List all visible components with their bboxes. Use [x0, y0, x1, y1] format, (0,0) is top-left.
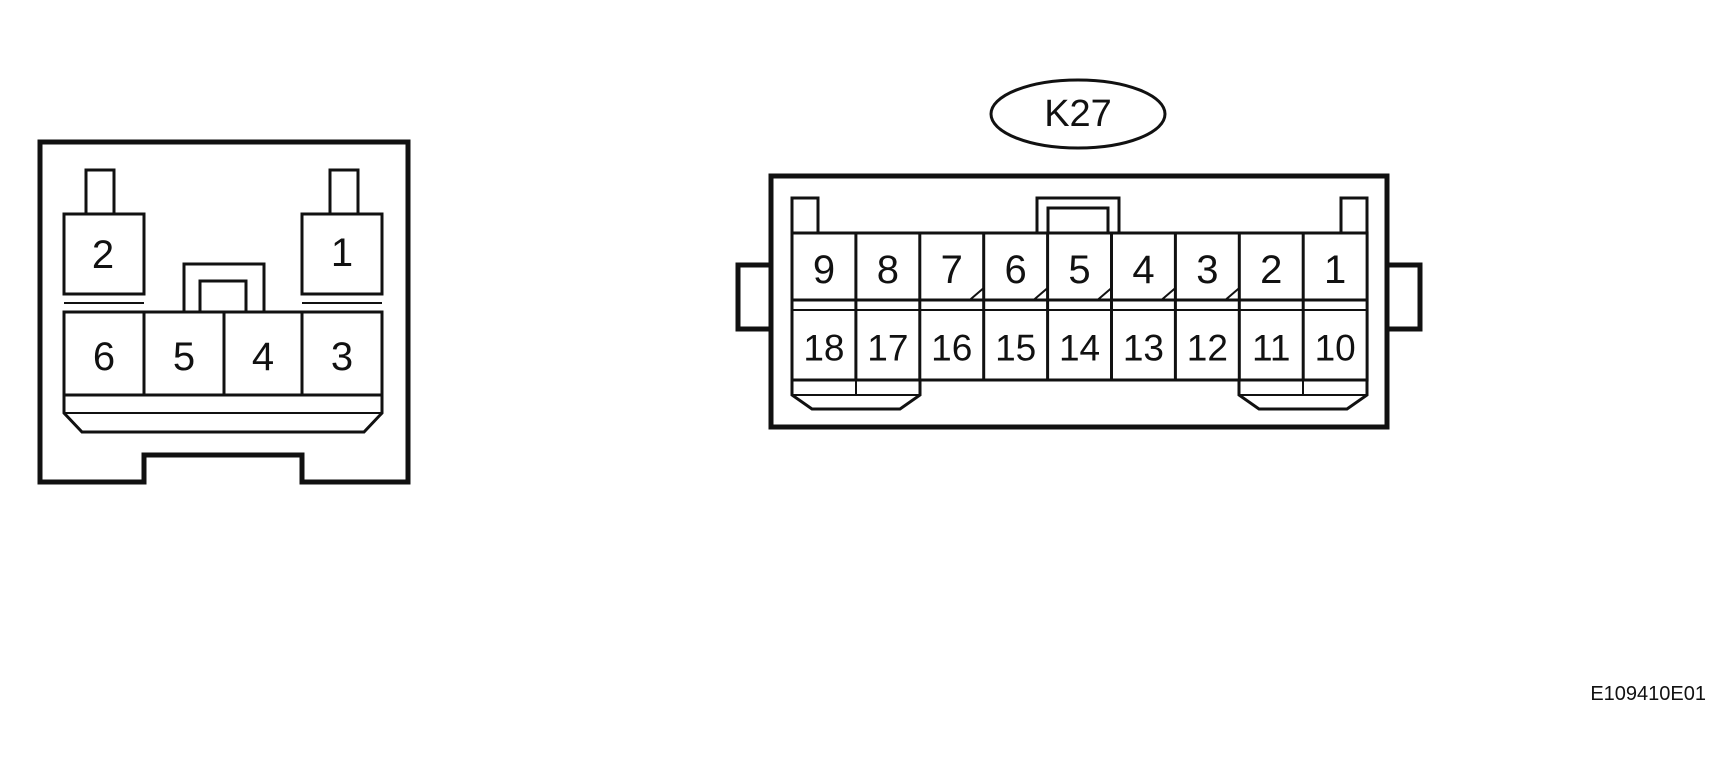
left-bottom-ledge — [62, 395, 384, 434]
right-cavity-notch — [969, 287, 985, 301]
right-pin-label: 15 — [995, 328, 1036, 369]
left-pin-label: 6 — [93, 335, 115, 379]
right-pin-label: 2 — [1260, 248, 1282, 292]
right-pin-label: 6 — [1005, 248, 1027, 292]
right-pin-label: 16 — [931, 328, 972, 369]
left-pin-label: 3 — [331, 335, 353, 379]
right-pin-label: 14 — [1059, 328, 1100, 369]
left-pin-label: 1 — [331, 231, 353, 275]
right-connector: K27 9 8 7 6 5 4 3 2 1 — [735, 78, 1423, 430]
right-cavity-notch — [1096, 287, 1113, 301]
right-pin-label: 5 — [1068, 248, 1090, 292]
right-cavity-notch — [1224, 287, 1240, 301]
right-pin-label: 1 — [1324, 248, 1346, 292]
right-pin-label: 3 — [1196, 248, 1218, 292]
right-bottom-skirt-left — [790, 380, 922, 411]
right-pin-label: 8 — [877, 248, 899, 292]
right-pin-label: 17 — [867, 328, 908, 369]
connector-label-ellipse — [989, 78, 1167, 150]
right-pin-label: 13 — [1123, 328, 1164, 369]
left-pin-label: 4 — [252, 335, 274, 379]
right-pin-label: 18 — [803, 328, 844, 369]
right-pin-grid-frame — [790, 231, 1369, 382]
figure-code: E109410E01 — [1590, 683, 1706, 705]
right-cavity-notch — [1032, 287, 1049, 301]
right-pin-label: 9 — [813, 248, 835, 292]
right-pin-label: 11 — [1252, 328, 1290, 369]
right-pin-label: 12 — [1187, 328, 1228, 369]
connector-label: K27 — [1044, 93, 1112, 135]
right-pin-label: 4 — [1132, 248, 1154, 292]
left-connector: 2 1 6 5 4 3 — [37, 139, 411, 485]
right-bottom-skirt-right — [1237, 380, 1369, 411]
right-cavity-notch — [1160, 287, 1177, 301]
left-pin-label: 2 — [92, 233, 114, 277]
left-pin-label: 5 — [173, 335, 195, 379]
right-pin-label: 10 — [1315, 328, 1356, 369]
right-pin-label: 7 — [941, 248, 963, 292]
right-pin-grid — [790, 231, 1369, 382]
